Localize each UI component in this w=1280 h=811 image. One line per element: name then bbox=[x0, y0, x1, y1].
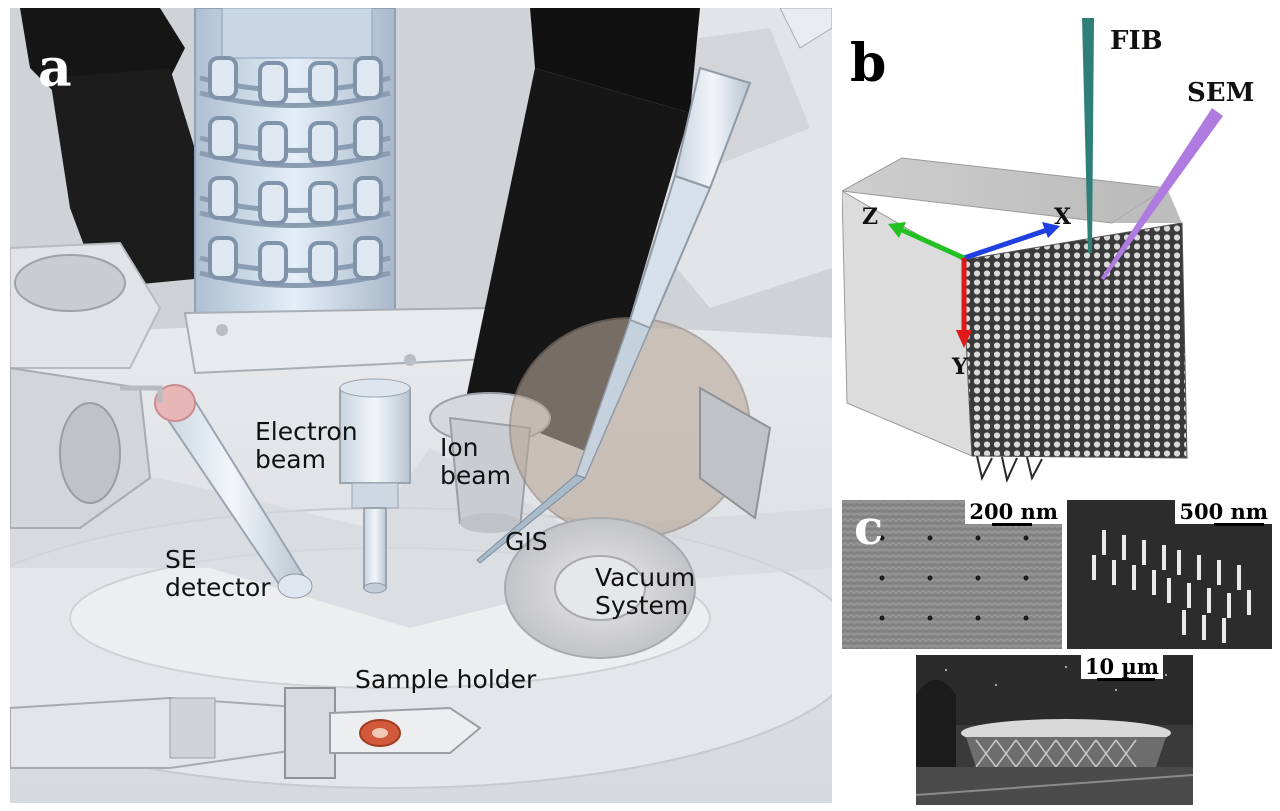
sem-beam bbox=[1101, 108, 1223, 280]
label-vacuum-system: Vacuum System bbox=[595, 563, 696, 620]
axis-y-label: Y bbox=[952, 354, 968, 380]
panel-label-b: b bbox=[850, 33, 887, 94]
cube-diagram bbox=[840, 18, 1223, 484]
scalebar-right bbox=[1214, 523, 1264, 526]
label-gis: GIS bbox=[505, 527, 548, 556]
scalebar-left bbox=[992, 523, 1032, 526]
sem-image-pillar-array: 500 nm bbox=[1067, 500, 1272, 649]
axis-x-label: X bbox=[1054, 204, 1072, 230]
sem-image-hole-array: 200 nm bbox=[842, 500, 1062, 649]
axis-z-arrow bbox=[900, 227, 966, 261]
label-electron-beam: Electron beam bbox=[255, 417, 358, 474]
panel-b-fib-sem-diagram: b FIB SEM X Y Z bbox=[840, 8, 1272, 500]
scalebar-label-left: 200 nm bbox=[965, 500, 1062, 524]
panel-label-a: a bbox=[38, 38, 72, 99]
label-se-detector: SE detector bbox=[165, 545, 271, 602]
label-ion-beam: Ion beam bbox=[440, 433, 511, 490]
sem-label: SEM bbox=[1187, 78, 1255, 108]
chamber-render bbox=[0, 7, 861, 803]
gis-needle-render bbox=[476, 7, 833, 564]
electron-column-render bbox=[183, 7, 512, 594]
fib-beam bbox=[1082, 18, 1094, 253]
scalebar-label-bottom: 10 µm bbox=[1080, 655, 1163, 679]
vacuum-system-render bbox=[504, 317, 772, 659]
label-sample-holder: Sample holder bbox=[355, 665, 537, 694]
scalebar-bottom bbox=[1097, 678, 1155, 681]
sample-holder-render bbox=[9, 687, 482, 779]
axis-x-arrow bbox=[963, 227, 1048, 261]
panel-a-chamber-illustration: a Electron beam Ion beam GIS Vacuum Syst… bbox=[0, 7, 861, 803]
panel-c-micrographs: 200 nm 500 nm bbox=[842, 500, 1272, 805]
axis-z-label: Z bbox=[862, 204, 879, 230]
panel-label-c: c bbox=[854, 500, 884, 556]
sem-image-stadium-structure: 10 µm bbox=[916, 655, 1193, 805]
se-detector-render bbox=[120, 384, 313, 599]
fib-label: FIB bbox=[1110, 26, 1163, 56]
scalebar-label-right: 500 nm bbox=[1175, 500, 1272, 524]
